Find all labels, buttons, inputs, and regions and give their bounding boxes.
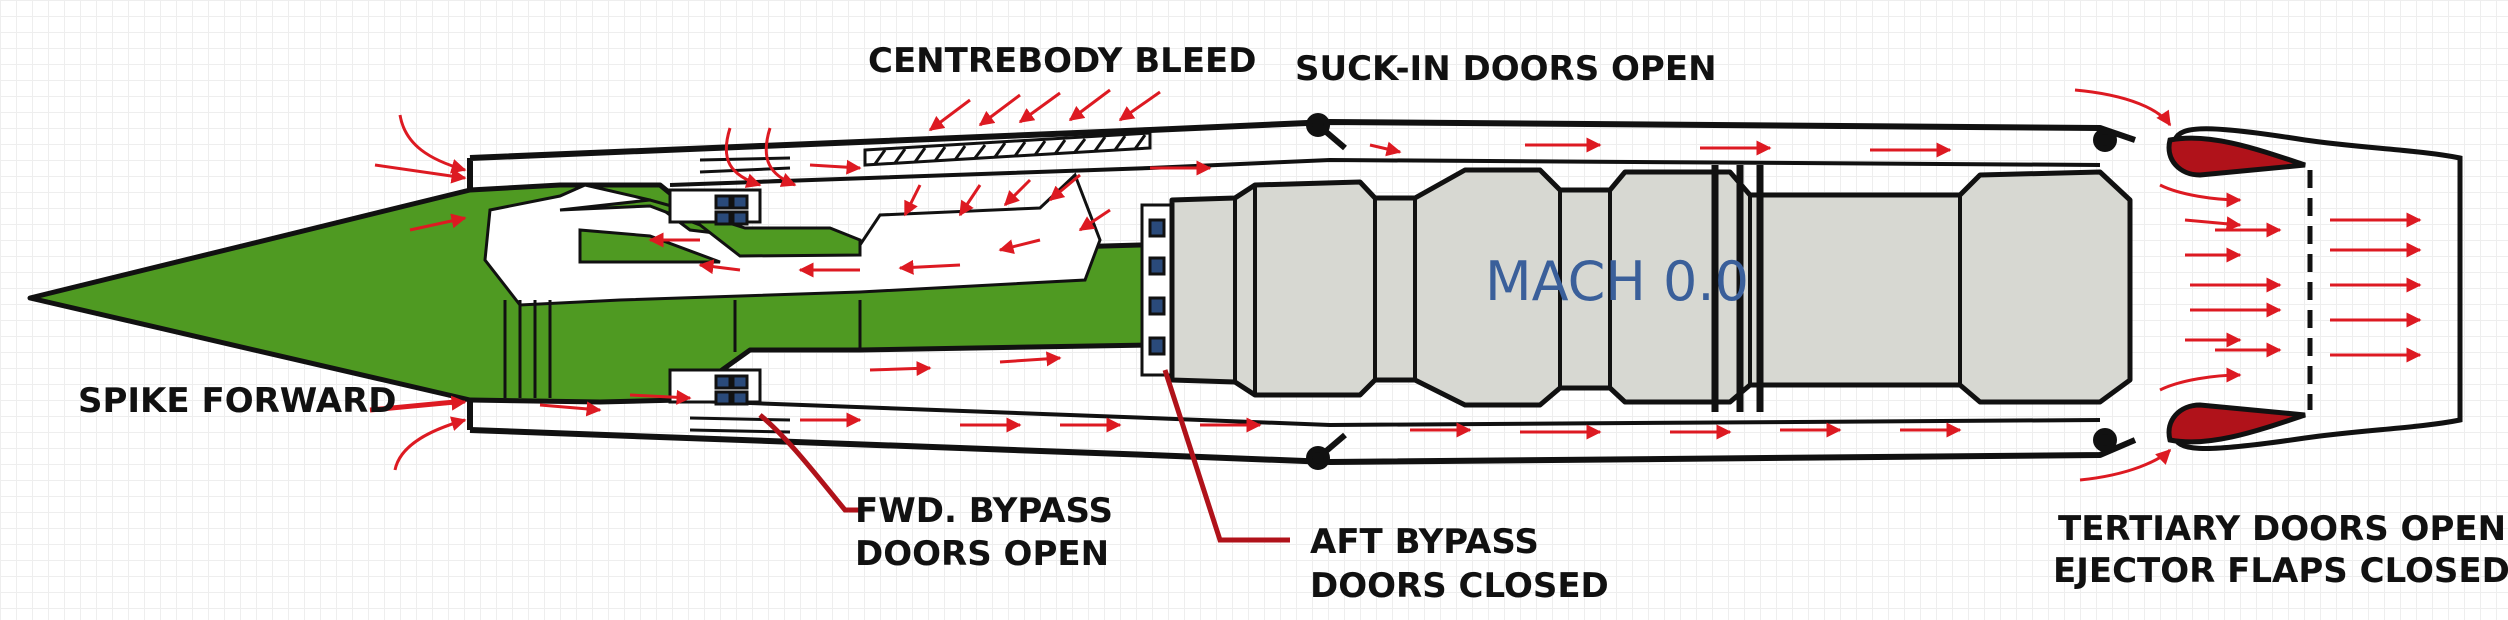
ejector-nozzle <box>2166 126 2463 451</box>
ejector-flaps-label: EJECTOR FLAPS CLOSED <box>2053 551 2508 591</box>
fwd-bypass-label-1: FWD. BYPASS <box>855 491 1113 531</box>
mach-readout: MACH 0.0 <box>1485 250 1749 313</box>
aft-bypass-label-1: AFT BYPASS <box>1310 522 1539 562</box>
airflow-arrows <box>369 88 2422 482</box>
aft-bypass-leader <box>1162 369 1290 543</box>
tertiary-doors-label: TERTIARY DOORS OPEN <box>2058 509 2506 549</box>
aft-bypass-label-2: DOORS CLOSED <box>1310 566 1609 606</box>
suck-in-doors-label: SUCK-IN DOORS OPEN <box>1295 49 1717 89</box>
fwd-bypass-label-2: DOORS OPEN <box>855 534 1109 574</box>
suck-in-doors <box>1306 113 2117 470</box>
engine-core <box>1169 167 2133 408</box>
centrebody-bleed-hatch <box>863 131 1152 167</box>
spike-forward-label: SPIKE FORWARD <box>78 381 396 421</box>
spike-ribs <box>503 300 862 398</box>
engine-stage-lines <box>1233 165 1962 412</box>
nacelle-inner-duct <box>669 157 2101 428</box>
fwd-bypass-doors <box>668 156 791 434</box>
fwd-bypass-leader <box>758 413 860 513</box>
spike-forward-leader <box>369 399 456 413</box>
centrebody-bleed-label: CENTREBODY BLEED <box>868 41 1257 81</box>
aft-bypass-doors <box>1140 203 1174 377</box>
